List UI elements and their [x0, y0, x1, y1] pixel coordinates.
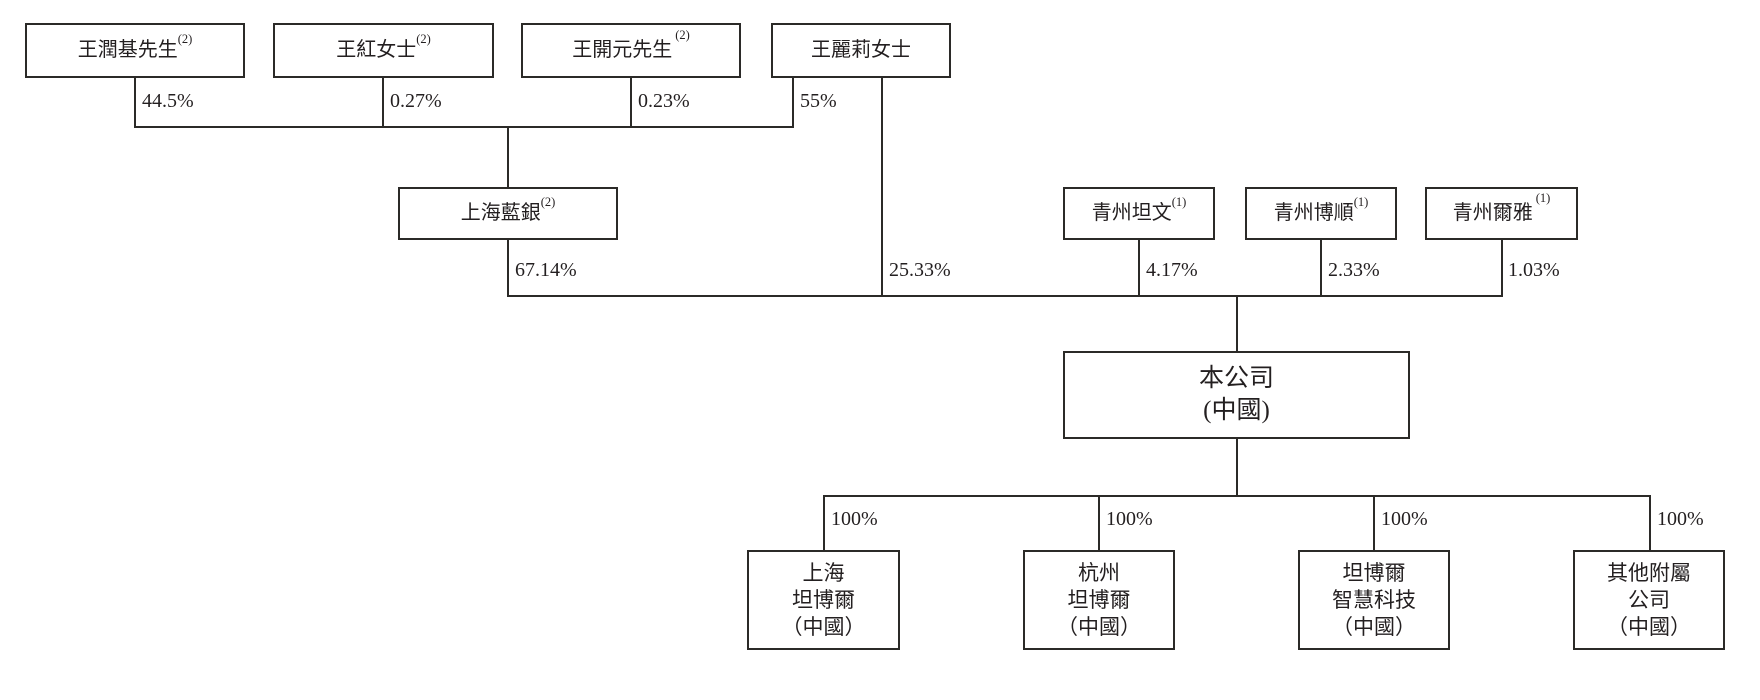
- footnote-marker: (2): [177, 32, 193, 47]
- node-label: 其他附屬: [1607, 560, 1691, 585]
- node-jurisdiction: （中國）: [1607, 614, 1691, 639]
- ownership-label: 55%: [800, 90, 837, 112]
- node-label: 杭州: [1078, 560, 1120, 585]
- connector-line: [507, 126, 509, 187]
- node-wang-lili: 王麗莉女士: [771, 23, 951, 78]
- connector-line: [1098, 495, 1100, 550]
- node-label: 青州爾雅: [1452, 202, 1533, 224]
- node-label: 公司: [1628, 587, 1670, 612]
- node-other-subsidiaries: 其他附屬 公司 （中國）: [1573, 550, 1725, 650]
- footnote-marker: (1): [1171, 195, 1187, 210]
- footnote-marker: (1): [1535, 191, 1551, 206]
- footnote-marker: (2): [416, 32, 431, 47]
- ownership-label: 0.23%: [638, 90, 690, 112]
- node-label: 王潤基先生: [77, 39, 178, 61]
- ownership-label: 100%: [1657, 508, 1704, 530]
- node-qingzhou-erya: 青州爾雅(1): [1425, 187, 1578, 240]
- node-qingzhou-boshun: 青州博順(1): [1245, 187, 1397, 240]
- footnote-marker: (2): [675, 28, 690, 43]
- node-wang-kaiyuan: 王開元先生(2): [521, 23, 741, 78]
- connector-line: [1320, 240, 1322, 297]
- ownership-label: 4.17%: [1146, 259, 1198, 281]
- node-label: 上海: [802, 560, 845, 585]
- node-label: 智慧科技: [1332, 587, 1416, 612]
- node-jurisdiction: （中國）: [781, 614, 866, 639]
- node-label: 坦博爾: [792, 587, 855, 612]
- connector-line: [630, 78, 632, 128]
- ownership-label: 100%: [1381, 508, 1428, 530]
- ownership-label: 2.33%: [1328, 259, 1380, 281]
- footnote-marker: (2): [540, 195, 556, 210]
- company-jurisdiction: (中國): [1203, 397, 1270, 424]
- node-company: 本公司 (中國): [1063, 351, 1410, 439]
- connector-line: [1138, 240, 1140, 297]
- company-name: 本公司: [1198, 365, 1274, 392]
- connector-line: [1236, 439, 1238, 497]
- ownership-label: 67.14%: [515, 259, 577, 281]
- node-wang-runji: 王潤基先生(2): [25, 23, 245, 78]
- connector-line: [881, 78, 883, 297]
- node-jurisdiction: （中國）: [1057, 614, 1141, 639]
- connector-line: [792, 78, 794, 128]
- connector-line: [507, 240, 509, 297]
- connector-line: [1649, 495, 1651, 550]
- node-shanghai-tanboer: 上海 坦博爾 （中國）: [747, 550, 900, 650]
- node-jurisdiction: （中國）: [1332, 614, 1416, 639]
- connector-line: [507, 295, 1503, 297]
- connector-line: [1501, 240, 1503, 297]
- ownership-label: 100%: [831, 508, 878, 530]
- connector-line: [134, 78, 136, 128]
- node-label: 青州博順: [1273, 202, 1354, 224]
- ownership-label: 0.27%: [390, 90, 442, 112]
- ownership-label: 25.33%: [889, 259, 951, 281]
- connector-line: [823, 495, 1651, 497]
- connector-line: [823, 495, 825, 550]
- connector-line: [382, 78, 384, 128]
- node-label: 青州坦文: [1091, 202, 1172, 224]
- node-label: 王麗莉女士: [811, 39, 911, 61]
- ownership-label: 1.03%: [1508, 259, 1560, 281]
- node-qingzhou-tanwen: 青州坦文(1): [1063, 187, 1215, 240]
- node-label: 坦博爾: [1067, 587, 1131, 612]
- node-label: 王紅女士: [336, 39, 417, 61]
- node-label: 坦博爾: [1342, 560, 1406, 585]
- node-tanboer-smart-tech: 坦博爾 智慧科技 （中國）: [1298, 550, 1450, 650]
- connector-line: [1236, 295, 1238, 351]
- ownership-label: 100%: [1106, 508, 1153, 530]
- connector-line: [1373, 495, 1375, 550]
- node-label: 上海藍銀: [460, 202, 541, 224]
- node-label: 王開元先生: [572, 39, 673, 61]
- node-wang-hong: 王紅女士(2): [273, 23, 494, 78]
- node-hangzhou-tanboer: 杭州 坦博爾 （中國）: [1023, 550, 1175, 650]
- footnote-marker: (1): [1353, 195, 1369, 210]
- ownership-label: 44.5%: [142, 90, 194, 112]
- node-shanghai-lanyin: 上海藍銀(2): [398, 187, 618, 240]
- connector-line: [134, 126, 794, 128]
